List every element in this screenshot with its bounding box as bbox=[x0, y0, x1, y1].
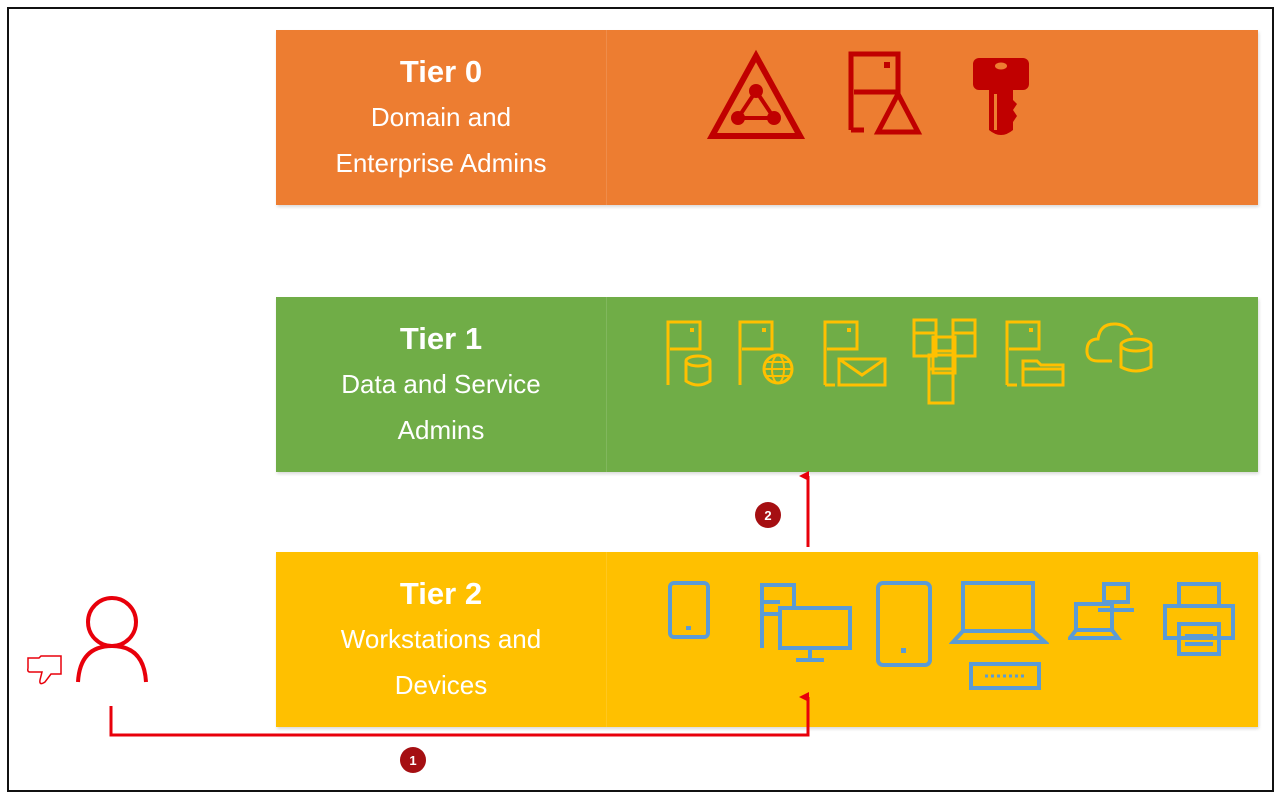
tablet-icon bbox=[668, 581, 710, 639]
desktop-computer-icon bbox=[760, 583, 852, 662]
tier-1-box: Tier 1 Data and Service Admins bbox=[276, 297, 1258, 472]
step-badge-2: 2 bbox=[755, 502, 781, 528]
database-server-icon bbox=[666, 320, 712, 387]
tier-subtitle-line1: Data and Service bbox=[341, 368, 541, 399]
tier-subtitle-line2: Admins bbox=[397, 414, 485, 445]
diagram-frame bbox=[7, 7, 1274, 792]
phone-icon bbox=[876, 581, 932, 667]
domain-controller-icon bbox=[848, 51, 923, 135]
tier-subtitle-line2: Enterprise Admins bbox=[335, 147, 547, 178]
tier-1-label: Tier 1 Data and Service Admins bbox=[276, 297, 607, 472]
tier-2-label: Tier 2 Workstations and Devices bbox=[276, 552, 607, 727]
tier-title: Tier 0 bbox=[399, 53, 483, 89]
printer-icon bbox=[1163, 582, 1235, 656]
tier-0-box: Tier 0 Domain and Enterprise Admins bbox=[276, 30, 1258, 205]
file-server-icon bbox=[1005, 320, 1065, 387]
server-cluster-icon bbox=[912, 318, 977, 405]
active-directory-icon bbox=[706, 49, 806, 139]
remote-workstation-icon bbox=[1068, 582, 1134, 640]
step-badge-1: 1 bbox=[400, 747, 426, 773]
tier-2-box: Tier 2 Workstations and Devices bbox=[276, 552, 1258, 727]
user-icon bbox=[76, 596, 148, 683]
web-server-icon bbox=[738, 320, 794, 385]
tier-0-label: Tier 0 Domain and Enterprise Admins bbox=[276, 30, 607, 205]
thumbs-down-icon bbox=[27, 655, 62, 685]
tier-subtitle-line1: Workstations and bbox=[340, 623, 542, 654]
key-icon bbox=[973, 58, 1029, 135]
tier-title: Tier 1 bbox=[399, 320, 483, 356]
cloud-database-icon bbox=[1085, 322, 1153, 373]
attack-path-1 bbox=[109, 692, 810, 737]
laptop-icon bbox=[949, 581, 1049, 690]
tier-subtitle-line2: Devices bbox=[394, 669, 488, 700]
tier-title: Tier 2 bbox=[399, 575, 483, 611]
mail-server-icon bbox=[823, 320, 887, 387]
tier-subtitle-line1: Domain and bbox=[370, 101, 512, 132]
